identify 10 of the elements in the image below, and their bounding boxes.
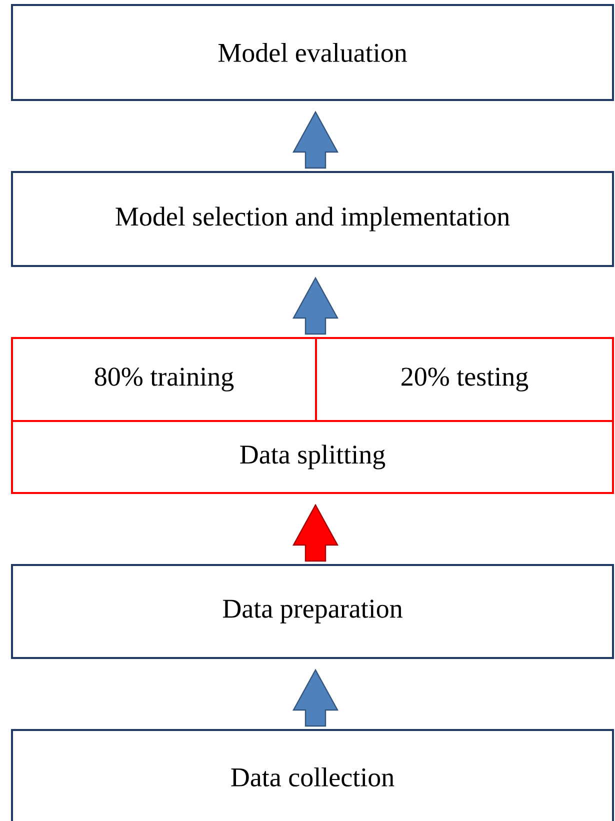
process-box: Data collection: [11, 729, 614, 821]
block-arrow: [292, 110, 338, 169]
block-arrow: [292, 668, 338, 727]
process-box: 20% testing: [315, 337, 614, 422]
block-arrow: [292, 504, 338, 562]
process-box: Model evaluation: [11, 4, 614, 101]
block-arrow: [292, 276, 338, 335]
process-box: Data preparation: [11, 564, 614, 659]
process-box: Model selection and implementation: [11, 171, 614, 267]
process-box: 80% training: [11, 337, 317, 422]
